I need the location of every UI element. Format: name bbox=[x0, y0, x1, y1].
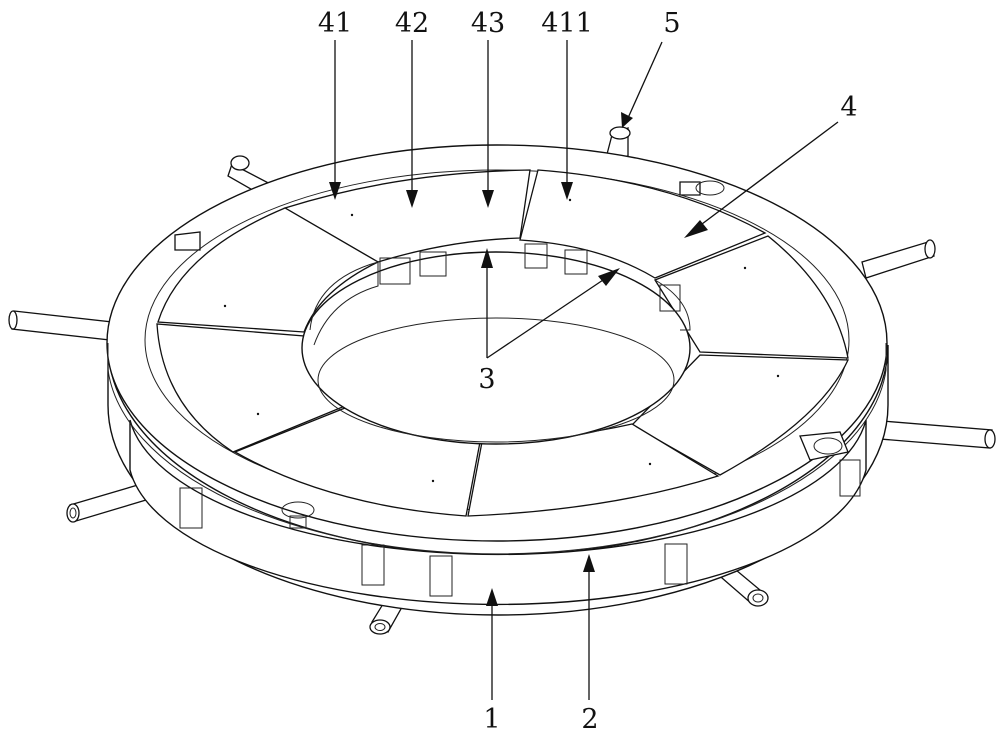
label-41: 41 bbox=[318, 8, 352, 39]
label-5: 5 bbox=[663, 8, 680, 39]
pipe-right bbox=[862, 242, 934, 278]
pipe-left bbox=[12, 311, 112, 340]
label-42: 42 bbox=[395, 8, 429, 39]
label-43: 43 bbox=[471, 8, 505, 39]
label-4: 4 bbox=[840, 92, 857, 123]
label-3: 3 bbox=[478, 364, 495, 395]
label-1: 1 bbox=[483, 704, 500, 735]
label-2: 2 bbox=[581, 704, 598, 735]
label-411: 411 bbox=[541, 8, 593, 39]
bore-opening bbox=[302, 252, 690, 444]
